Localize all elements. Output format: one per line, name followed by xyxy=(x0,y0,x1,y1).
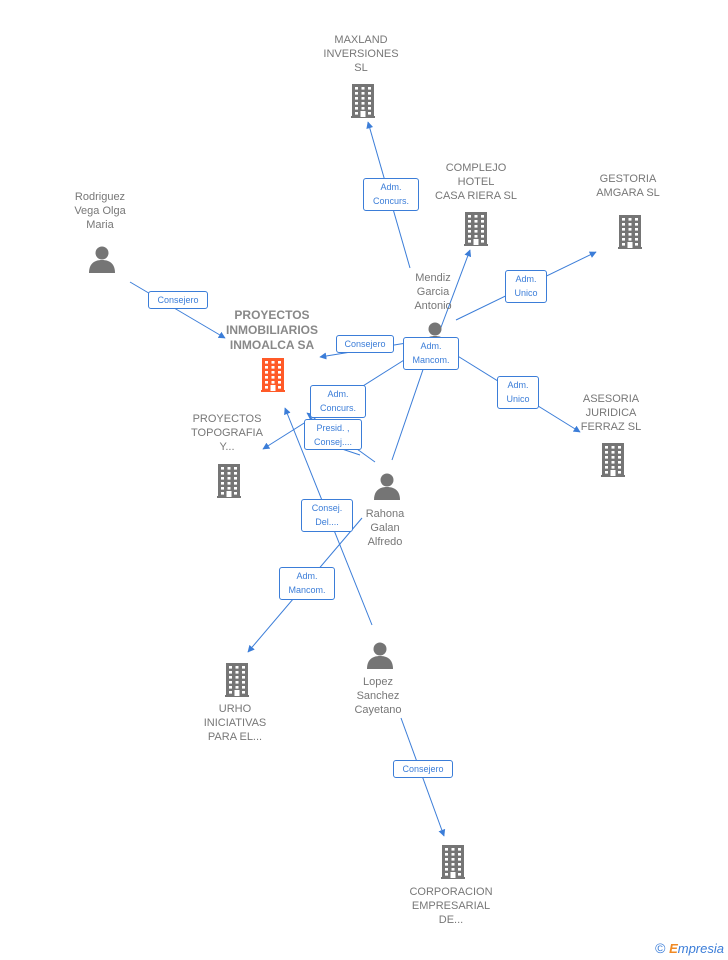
building-icon-graphic xyxy=(225,663,249,697)
node-label-proyectos-inm[interactable]: PROYECTOS INMOBILIARIOS INMOALCA SA xyxy=(226,308,318,352)
building-icon[interactable] xyxy=(464,212,488,251)
building-icon-graphic xyxy=(464,212,488,246)
person-icon-graphic xyxy=(374,473,400,500)
building-icon-graphic xyxy=(601,443,625,477)
edge-label-e-lopez-corp[interactable]: Consejero xyxy=(393,760,453,778)
node-label-asesoria[interactable]: ASESORIA JURIDICA FERRAZ SL xyxy=(580,393,642,433)
edge-label-e-gestoria[interactable]: Adm. Unico xyxy=(505,270,547,303)
building-icon-graphic xyxy=(351,84,375,118)
building-icon-graphic xyxy=(261,358,285,392)
node-label-rodriguez[interactable]: Rodriguez Vega Olga Maria xyxy=(74,191,126,231)
node-label-gestoria[interactable]: GESTORIA AMGARA SL xyxy=(596,173,660,199)
building-icon-graphic xyxy=(217,464,241,498)
building-icon-graphic xyxy=(441,845,465,879)
person-icon[interactable] xyxy=(366,641,394,674)
edge-label-e-rahona-inm[interactable]: Adm. Concurs. xyxy=(310,385,366,418)
edge-label-e-mendiz-top[interactable]: Adm. Mancom. xyxy=(403,337,459,370)
node-label-lopez[interactable]: Lopez Sanchez Cayetano xyxy=(354,676,402,716)
person-icon[interactable] xyxy=(373,472,401,505)
node-label-corporacion[interactable]: CORPORACION EMPRESARIAL DE... xyxy=(409,886,493,926)
edge-line-e-rahona-mendiz xyxy=(391,354,430,461)
building-icon[interactable] xyxy=(217,464,241,503)
building-icon[interactable] xyxy=(225,663,249,702)
person-icon-graphic xyxy=(367,642,393,669)
edge-line-e-rodriguez xyxy=(129,281,226,339)
building-icon[interactable] xyxy=(351,84,375,123)
edge-label-e-asesoria[interactable]: Adm. Unico xyxy=(497,376,539,409)
edge-label-e-rahona-top[interactable]: Presid. , Consej.... xyxy=(304,419,362,450)
node-label-urho[interactable]: URHO INICIATIVAS PARA EL... xyxy=(203,703,267,743)
person-icon-graphic xyxy=(89,246,115,273)
brand-name: mpresia xyxy=(677,941,724,956)
person-icon[interactable] xyxy=(88,245,116,278)
node-label-mendiz[interactable]: Mendiz Garcia Antonio xyxy=(414,272,452,312)
node-label-complejo[interactable]: COMPLEJO HOTEL CASA RIERA SL xyxy=(435,162,517,202)
edge-line-e-complejo xyxy=(439,249,472,331)
node-label-rahona[interactable]: Rahona Galan Alfredo xyxy=(365,508,405,548)
building-icon[interactable] xyxy=(601,443,625,482)
building-icon[interactable] xyxy=(618,215,642,254)
building-icon[interactable] xyxy=(441,845,465,884)
brand-initial: E xyxy=(669,941,678,956)
node-label-proyectos-top[interactable]: PROYECTOS TOPOGRAFIA Y... xyxy=(191,413,263,453)
edge-label-e-lopez-inm[interactable]: Consej. Del.... xyxy=(301,499,353,532)
edge-label-e-maxland[interactable]: Adm. Concurs. xyxy=(363,178,419,211)
building-icon[interactable] xyxy=(261,358,285,397)
copyright-icon: © xyxy=(655,940,666,956)
empresia-logo: © Empresia xyxy=(655,940,724,956)
node-label-maxland[interactable]: MAXLAND INVERSIONES SL xyxy=(323,34,399,74)
edge-label-e-mendiz-inm[interactable]: Consejero xyxy=(336,335,394,353)
edge-label-e-rahona-urho[interactable]: Adm. Mancom. xyxy=(279,567,335,600)
building-icon-graphic xyxy=(618,215,642,249)
edge-label-e-rodriguez[interactable]: Consejero xyxy=(148,291,208,309)
